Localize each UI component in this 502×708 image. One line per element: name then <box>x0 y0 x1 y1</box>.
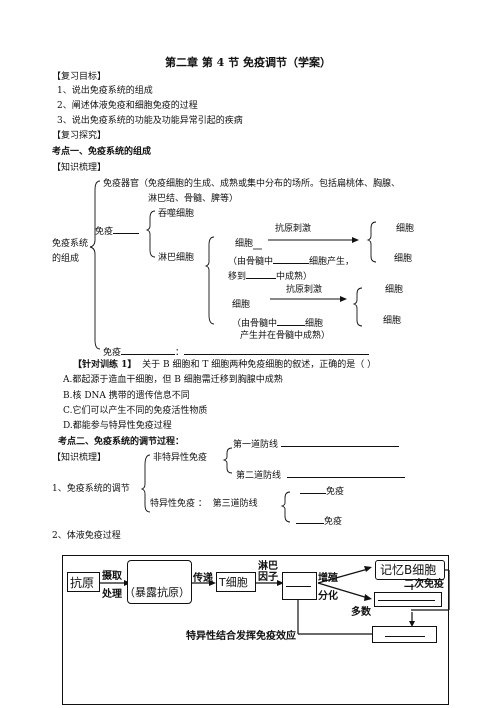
exercise1-option-d: D.都能参与特异性免疫过程 <box>63 421 172 431</box>
specific-binding-label: 特异性结合发挥免疫效应 <box>186 631 296 642</box>
antigen-label: 抗原 <box>70 576 95 590</box>
differentiate-label: 分化 <box>318 591 338 602</box>
antigen-stimulus-label: 抗原刺激 <box>286 285 323 295</box>
goal-item: 2、阐述体液免疫和细胞免疫的过程 <box>57 101 198 111</box>
humoral-immunity-label: 2、体液免疫过程 <box>52 531 121 541</box>
secondary-response-label: 二次免疫 <box>404 579 444 590</box>
exposed-antigen-label: （暴露抗原） <box>124 586 190 599</box>
cell-label: 细胞 <box>383 316 402 326</box>
blank <box>385 636 425 637</box>
humoral-diagram <box>62 555 449 705</box>
memory-b-box <box>375 560 445 580</box>
apc-box <box>127 560 192 604</box>
blank <box>378 600 435 601</box>
exercise1: 【针对训练 1】 关于 B 细胞和 T 细胞两种免疫细胞的叙述，正确的是（ ） <box>73 360 377 370</box>
blank <box>286 586 311 587</box>
cell-label: 细胞 <box>396 224 415 234</box>
immune-cells-label: 免疫 <box>95 224 140 238</box>
immunity-blank-2: 免疫 <box>296 514 342 528</box>
nonspecific-immunity-label: 非特异性免疫 <box>153 453 208 463</box>
plasma-cell-box <box>374 592 442 607</box>
memory-b-label: 记忆B细胞 <box>380 563 437 577</box>
first-line-label: 第一道防线 <box>233 437 399 451</box>
exercise1-option-c: C.它们可以产生不同的免疫活性物质 <box>63 406 208 416</box>
cell-label: 细胞 <box>394 254 413 264</box>
antigen-stimulus-label: 抗原刺激 <box>275 224 312 234</box>
immune-substance-label: 免疫： <box>103 345 370 359</box>
regulation-label: 1、免疫系统的调节 <box>52 484 130 494</box>
cell-label: 细胞 <box>235 239 254 249</box>
review-goals-heading: 【复习目标】 <box>52 72 107 82</box>
b-origin-text: （由骨髓中细胞 <box>232 316 323 330</box>
t-origin-text: （由骨髓中细胞产生， <box>228 254 354 268</box>
uptake-label: 摄取 <box>102 571 122 582</box>
cell-label: 细胞 <box>385 285 404 295</box>
exercise1-option-b: B.核 DNA 携带的遗传信息不同 <box>63 391 190 401</box>
section2-heading: 考点二、免疫系统的调节过程： <box>58 437 185 447</box>
macrophage-label: 吞噬细胞 <box>158 209 195 219</box>
section2-knowledge-label: 【知识梳理】 <box>52 453 107 463</box>
exercise1-option-a: A.都起源于造血干细胞，但 B 细胞需迁移到胸腺中成熟 <box>63 375 283 385</box>
t-origin-text-cont: 移到中成熟） <box>228 269 312 283</box>
t-cell-label: T细胞 <box>219 576 248 589</box>
lymphokine-label: 淋巴 <box>258 561 278 572</box>
t-cell-box <box>216 572 256 592</box>
b-origin-text-cont: 产生并在骨髓中成熟） <box>240 331 331 341</box>
transfer-label: 传递 <box>193 573 213 584</box>
section1-knowledge-label: 【知识梳理】 <box>52 163 107 173</box>
lymphocyte-label: 淋巴细胞 <box>158 253 195 263</box>
blank <box>113 224 140 234</box>
immune-organ-text: 免疫器官（免疫细胞的生成、成熟或集中分布的场所。包括扁桃体、胸腺、 <box>103 179 401 189</box>
antibody-box <box>372 626 437 643</box>
immune-system-root-cont: 的组成 <box>52 254 80 264</box>
page-title: 第二章 第 4 节 免疫调节（学案） <box>165 56 331 69</box>
section1-heading: 考点一、免疫系统的组成 <box>52 147 152 157</box>
second-line-label: 第二道防线 <box>236 468 405 482</box>
review-explore-heading: 【复习探究】 <box>52 131 107 141</box>
immunity-blank-1: 免疫 <box>300 484 344 498</box>
immune-system-root: 免疫系统 <box>52 239 89 249</box>
majority-label: 多数 <box>351 607 371 618</box>
lymphokine-label-cont: 因子 <box>258 572 278 583</box>
cell-label: 细胞 <box>232 300 251 310</box>
proliferate-label: 增殖 <box>318 573 338 584</box>
goal-item: 1、说出免疫系统的组成 <box>57 86 153 96</box>
specific-immunity-label: 特异性免疫 ： 第三道防线 <box>150 499 258 509</box>
goal-item: 3、说出免疫系统的功能及功能异常引起的疾病 <box>57 116 243 126</box>
process-label: 处理 <box>102 589 122 600</box>
immune-organ-text-cont: 淋巴结、骨髓、脾等） <box>148 194 239 204</box>
antigen-box <box>67 572 100 592</box>
